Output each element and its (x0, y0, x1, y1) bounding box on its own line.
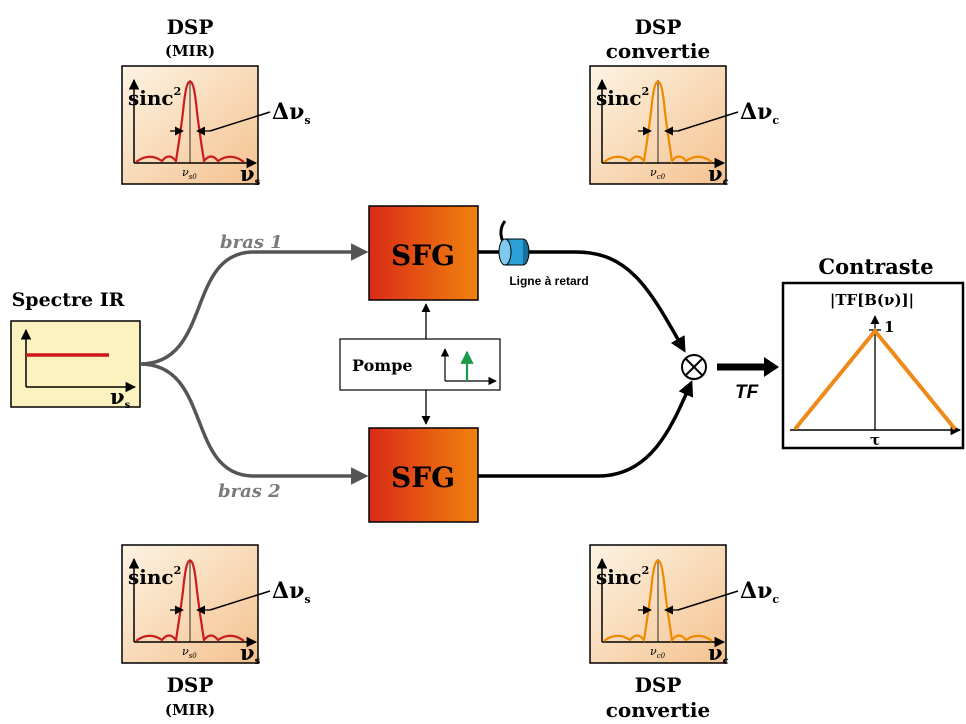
center-freq-label: νc0 (650, 166, 666, 181)
arm-1-label: bras 1 (220, 232, 283, 253)
dsp-subtitle: convertie (606, 698, 711, 722)
sinc-label: sinc2 (128, 564, 181, 589)
arm-1-path (139, 243, 369, 366)
sfg-block-bottom: SFG (368, 427, 479, 523)
delay-line: Ligne à retard (498, 220, 589, 288)
dsp-title: DSP (635, 15, 682, 39)
pump-label: Pompe (352, 356, 413, 375)
sfg-block-top: SFG (368, 205, 479, 301)
sfg-label: SFG (391, 239, 455, 272)
linewidth-label: Δνs (272, 99, 311, 127)
contrast-ylabel: |TF[B(ν)]| (830, 291, 914, 309)
tau-label: τ (870, 431, 880, 449)
linewidth-label: Δνc (740, 578, 779, 606)
linewidth-label: Δνs (272, 578, 311, 606)
combiner (681, 354, 707, 380)
delay-coil-front (498, 238, 512, 266)
linewidth-leader (677, 111, 739, 132)
center-freq-label: νs0 (182, 166, 197, 181)
sinc-label: sinc2 (128, 85, 181, 110)
tf-label: TF (735, 382, 760, 403)
arm-1-output-path (529, 250, 686, 353)
contrast-plot: Contraste |TF[B(ν)]| 1 τ (781, 254, 965, 450)
dsp-subtitle: convertie (606, 39, 711, 63)
axis-label: νs (240, 161, 261, 188)
pump-box: Pompe (339, 303, 501, 425)
contrast-title: Contraste (818, 254, 933, 279)
linewidth-leader (209, 590, 271, 611)
sfg-label: SFG (391, 461, 455, 494)
dsp-subtitle: (MIR) (165, 42, 215, 60)
contrast-frame (781, 281, 965, 450)
peak-label: 1 (884, 318, 894, 336)
combiner-cross-b (684, 357, 704, 377)
axis-label: νc (708, 640, 729, 667)
spectre-ir-title: Spectre IR (12, 289, 125, 311)
dsp-panel-top-left: DSP (MIR) sinc2 Δνs νs0 νs (121, 15, 311, 188)
dsp-panel-bottom-right: sinc2 Δνc νc0 νc DSP convertie (589, 544, 779, 722)
linewidth-label: Δνc (740, 99, 779, 127)
dsp-panel-bottom-left: sinc2 Δνs νs0 νs DSP (MIR) (121, 544, 311, 719)
spectre-ir: Spectre IR νs (10, 289, 141, 411)
arm-2-path (139, 362, 369, 485)
center-freq-label: νs0 (182, 645, 197, 660)
sinc-squared-curve (603, 559, 713, 643)
dsp-title: DSP (167, 15, 214, 39)
sinc-squared-curve (603, 80, 713, 164)
sinc-label: sinc2 (596, 564, 649, 589)
sfg-box (368, 427, 479, 523)
sinc-squared-curve (135, 80, 245, 164)
sinc-label: sinc2 (596, 85, 649, 110)
dsp-title: DSP (635, 673, 682, 697)
delay-label: Ligne à retard (509, 274, 588, 288)
tf-arrow-head (764, 357, 779, 377)
center-freq-label: νc0 (650, 645, 666, 660)
dsp-title: DSP (167, 673, 214, 697)
sinc-squared-curve (135, 559, 245, 643)
axis-label: νc (708, 161, 729, 188)
spectre-ir-frame (10, 320, 141, 408)
axis-label: νs (110, 384, 131, 411)
axis-label: νs (240, 640, 261, 667)
sfg-box (368, 205, 479, 301)
arm-2-label: bras 2 (218, 481, 281, 502)
arm-2-output-path (478, 380, 694, 478)
triangle-contrast-curve (793, 327, 957, 431)
dsp-panel-top-right: DSP convertie sinc2 Δνc νc0 νc (589, 15, 779, 188)
linewidth-leader (209, 111, 271, 132)
linewidth-leader (677, 590, 739, 611)
dsp-subtitle: (MIR) (165, 701, 215, 719)
